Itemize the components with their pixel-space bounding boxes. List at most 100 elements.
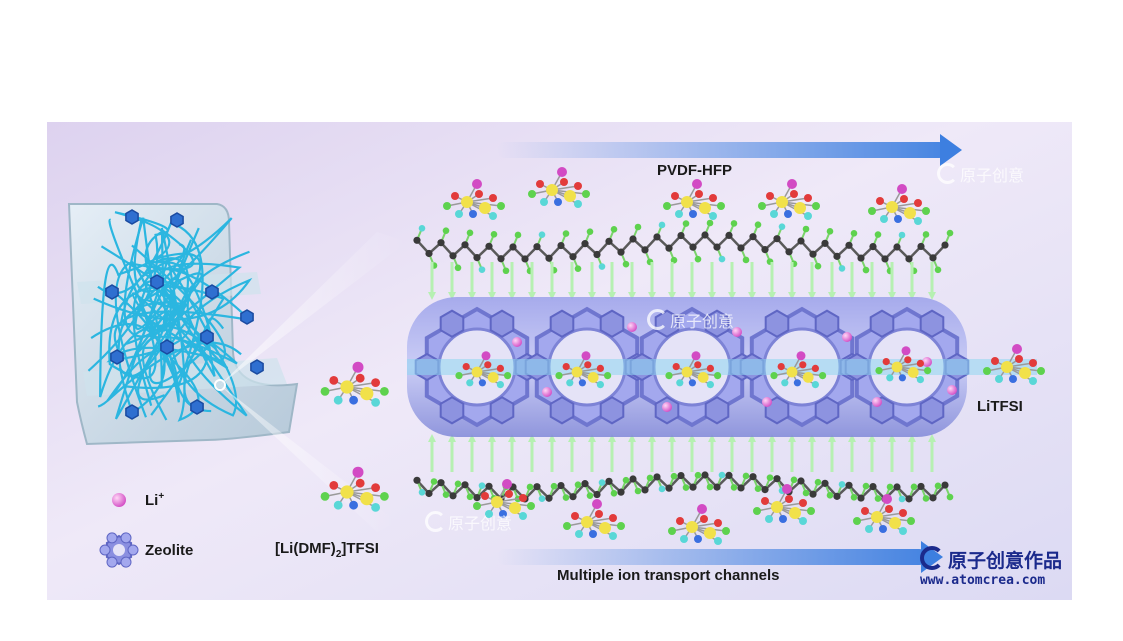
atom [819,372,827,380]
atom [675,210,683,218]
fluorine-atom [418,225,426,232]
zeolite-ring [919,309,945,338]
carbon-atom [905,255,913,263]
atom [871,511,883,523]
fluorine-atom [670,472,678,480]
ion-arrow-head [848,292,856,300]
atom [861,507,869,515]
atom [995,375,1003,383]
fluorine-atom [814,478,822,486]
carbon-atom [485,242,493,250]
atom [787,179,797,189]
atom [505,490,513,498]
atom [496,364,504,372]
fluorine-atom [862,266,870,274]
ion-arrow-head [688,434,696,442]
ion-arrow-head [848,434,856,442]
atom [885,505,893,513]
atom [496,381,504,389]
carbon-atom [773,475,781,483]
atom [770,372,778,380]
ion-arrow-head [868,292,876,300]
fluorine-atom [694,471,702,479]
atom [489,212,497,220]
zeolite-ring [489,309,515,338]
carbon-atom [521,255,529,263]
atom [697,372,709,383]
fluorine-atom [634,223,642,231]
atom [360,492,374,506]
atom [891,361,903,373]
zeolite-ring [814,396,840,425]
atom [882,358,890,366]
fluorine-atom [754,485,762,492]
atom [596,381,605,389]
atom [595,510,603,518]
atom [360,387,374,401]
carbon-atom [833,492,841,500]
pvdf-hfp-label: PVDF-HFP [657,162,732,179]
zeolite-particle [125,209,139,225]
atom [617,522,625,530]
atom [790,190,798,198]
atom [469,210,477,218]
carbon-atom [857,494,865,502]
atom [897,184,907,194]
ion-arrow-head [528,434,536,442]
atom [584,361,592,369]
atom [665,372,673,380]
ion-arrow-head [728,292,736,300]
fluorine-atom [526,483,534,491]
atom [681,196,693,208]
atom [807,507,815,515]
atom [604,372,612,380]
membrane-zeolite-particles [105,209,264,420]
ion-arrow-head [488,292,496,300]
atom [564,190,576,202]
zeolite-particle [105,284,119,300]
legend-ring [99,544,111,556]
carbon-atom [653,233,661,241]
fluorine-atom [634,487,642,495]
atom [785,495,793,503]
litfsi-molecules [320,167,1045,545]
atom [555,372,563,380]
fluorine-atom [946,493,954,501]
carbon-atom [593,490,601,499]
atom [672,363,680,371]
atom [697,504,707,514]
fluorine-atom [802,225,810,233]
atom [320,387,330,396]
atom [799,517,807,525]
ion-arrow-head [768,292,776,300]
atom [907,367,919,378]
fluorine-atom [538,495,546,503]
atom [563,522,571,530]
atom [329,376,339,385]
fluorine-atom [598,263,606,270]
carbon-atom [809,490,817,498]
carbon-atom [821,239,829,247]
atom [694,361,702,369]
atom [901,346,911,356]
atom [771,501,783,513]
fluorine-atom [502,267,510,275]
zoom-beam-top [220,232,407,385]
pvdf-hfp-chain-top [413,219,954,275]
fluorine-atom [538,231,546,239]
atom [689,210,697,218]
atom [1037,367,1045,375]
carbon-atom [869,482,877,491]
carbon-atom [809,250,817,258]
carbon-atom [725,471,733,480]
fluorine-atom [454,480,462,488]
atom [536,180,544,188]
carbon-atom [617,248,625,256]
ion-arrow-head [748,434,756,442]
fluorine-atom [442,491,450,498]
atom [894,215,902,223]
atom [812,202,820,210]
fluorine-atom [514,231,522,239]
carbon-atom [629,475,637,483]
atom [352,361,364,373]
